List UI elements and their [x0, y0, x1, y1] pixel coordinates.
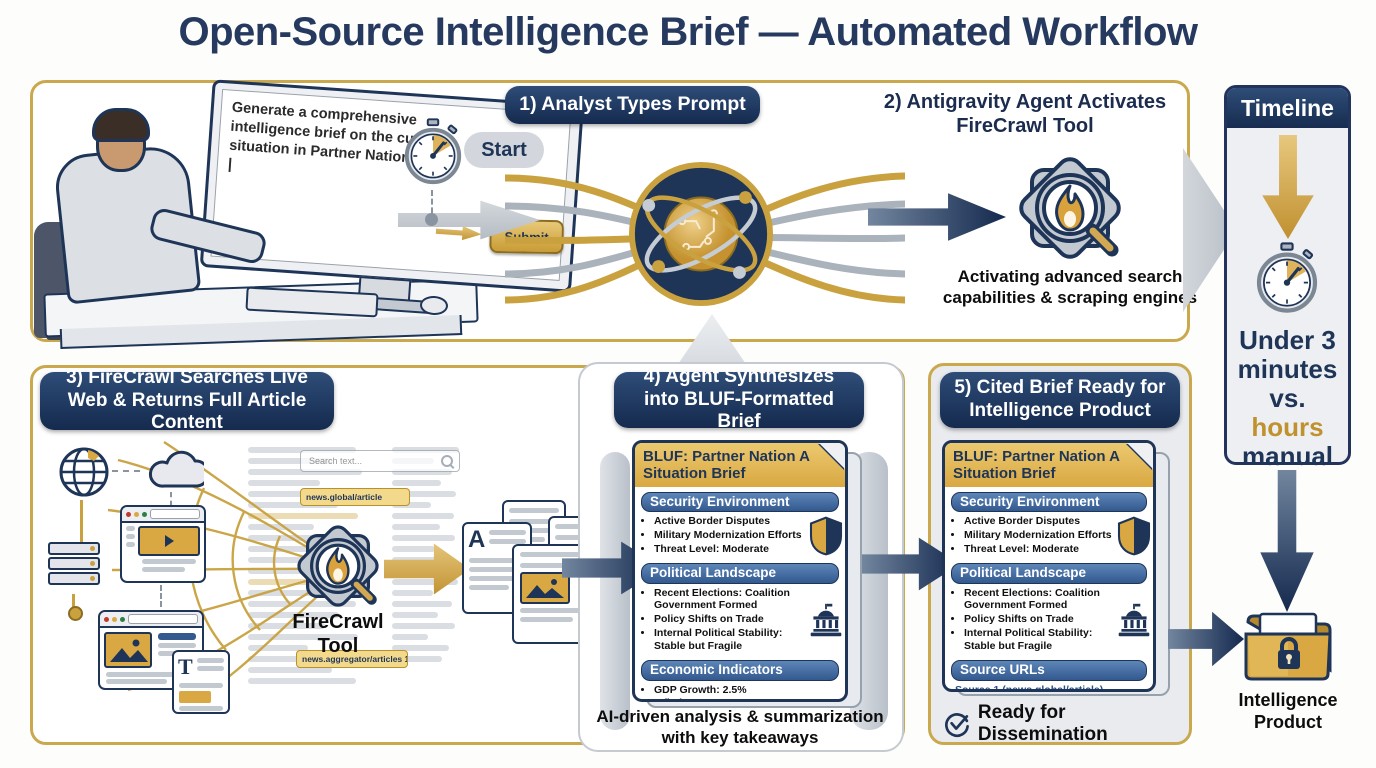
url-highlight-chip-bottom[interactable]: news.aggregator/articles 1	[296, 650, 408, 668]
shield-icon	[809, 516, 843, 556]
ready-row: Ready for Dissemination	[944, 702, 1184, 746]
search-input[interactable]	[307, 455, 436, 467]
analyst-hair	[92, 108, 150, 142]
page-fold	[819, 443, 845, 469]
timeline-header: Timeline	[1227, 88, 1348, 128]
page-title: Open-Source Intelligence Brief — Automat…	[178, 10, 1198, 54]
firecrawl-gear-icon	[1010, 148, 1130, 268]
intelligence-product-folder-icon	[1244, 612, 1332, 681]
section-security: Security Environment	[951, 491, 1147, 513]
image-placeholder	[104, 632, 152, 668]
political-item: Internal Political Stability: Stable but…	[654, 627, 807, 653]
security-item: Threat Level: Moderate	[654, 543, 807, 556]
step5-header: 5) Cited Brief Ready for Intelligence Pr…	[940, 372, 1180, 428]
search-bar	[300, 450, 460, 472]
connector-dash-3	[160, 585, 162, 607]
section-political: Political Landscape	[951, 562, 1147, 584]
start-dash-line	[431, 190, 433, 222]
bluf-brief-document: BLUF: Partner Nation A Situation Brief S…	[632, 440, 848, 702]
product-label: Intelligence Product	[1238, 690, 1338, 732]
globe-icon	[59, 447, 109, 497]
capitol-icon	[810, 603, 842, 637]
security-item: Military Modernization Efforts	[654, 529, 807, 542]
connector-gold	[80, 500, 83, 542]
play-icon	[164, 535, 174, 547]
timeline-stopwatch-icon	[1252, 242, 1322, 319]
article-letter: A	[468, 526, 486, 553]
connector-dash-1	[112, 470, 140, 472]
page-fold	[1127, 443, 1153, 469]
timeline-slow2: manual	[1241, 441, 1334, 472]
security-item: Active Border Disputes	[964, 515, 1115, 528]
start-badge: Start	[464, 132, 544, 168]
article-doc-stack: A	[462, 500, 632, 650]
step2-caption: Activating advanced search capabilities …	[942, 267, 1198, 308]
section-economic: Economic Indicators	[641, 659, 839, 681]
economic-item: GDP Growth: 2.5%	[654, 684, 807, 697]
section-political: Political Landscape	[641, 562, 839, 584]
step4-header: 4) Agent Synthesizes into BLUF-Formatted…	[614, 366, 864, 432]
shield-icon	[1117, 516, 1151, 556]
economic-item: Inflation Rate: 4.1%	[654, 697, 807, 699]
server-stack-icon	[48, 542, 100, 594]
section-sources: Source URLs	[951, 659, 1147, 681]
ready-label: Ready for Dissemination	[977, 702, 1108, 745]
security-item: Active Border Disputes	[654, 515, 807, 528]
video-thumbnail	[138, 526, 200, 556]
agent-atom-icon	[628, 161, 774, 307]
firecrawl-tool-label: FireCrawl Tool	[292, 611, 384, 657]
search-icon	[441, 455, 453, 467]
step1-header: 1) Analyst Types Prompt	[505, 86, 760, 124]
political-item: Policy Shifts on Trade	[964, 613, 1115, 626]
cited-brief-document: BLUF: Partner Nation A Situation Brief S…	[942, 440, 1156, 692]
chart-icon	[808, 699, 844, 702]
timeline-text: Under 3 minutes vs. hours manual	[1228, 325, 1347, 472]
start-stopwatch-icon	[404, 118, 462, 185]
source-link-1[interactable]: Source 1 (news.global/article)	[955, 683, 1104, 692]
timeline-slow: hours	[1251, 412, 1324, 443]
step2-header: 2) Antigravity Agent Activates FireCrawl…	[883, 91, 1167, 137]
timeline-fast: Under 3 minutes	[1237, 325, 1338, 385]
text-document-icon: T	[172, 650, 230, 714]
server-node-dot	[68, 606, 83, 621]
security-item: Threat Level: Moderate	[964, 543, 1115, 556]
brief-title: BLUF: Partner Nation A Situation Brief	[635, 443, 845, 487]
timeline-to-product-arrow	[1260, 470, 1314, 612]
server-cable	[72, 594, 75, 608]
check-circle-icon	[945, 713, 969, 738]
political-item: Recent Elections: Coalition Government F…	[654, 587, 807, 613]
connector-dash-2	[170, 492, 172, 506]
browser-window-video	[120, 505, 206, 583]
section-security: Security Environment	[641, 491, 839, 513]
timeline-vs: vs.	[1269, 383, 1306, 414]
political-item: Recent Elections: Coalition Government F…	[964, 587, 1115, 613]
political-item: Policy Shifts on Trade	[654, 613, 807, 626]
political-item: Internal Political Stability: Stable but…	[964, 627, 1115, 653]
start-dot	[425, 213, 438, 226]
step3-header: 3) FireCrawl Searches Live Web & Returns…	[40, 367, 334, 433]
cloud-icon	[148, 450, 204, 488]
capitol-icon	[1118, 603, 1150, 637]
step4-caption: AI-driven analysis & summarization with …	[596, 707, 884, 748]
security-item: Military Modernization Efforts	[964, 529, 1115, 542]
firecrawl-tool-icon	[290, 518, 386, 614]
url-highlight-chip-top[interactable]: news.global/article	[300, 488, 410, 506]
cited-brief-title: BLUF: Partner Nation A Situation Brief	[945, 443, 1153, 487]
faint-results-column-2	[392, 442, 462, 738]
